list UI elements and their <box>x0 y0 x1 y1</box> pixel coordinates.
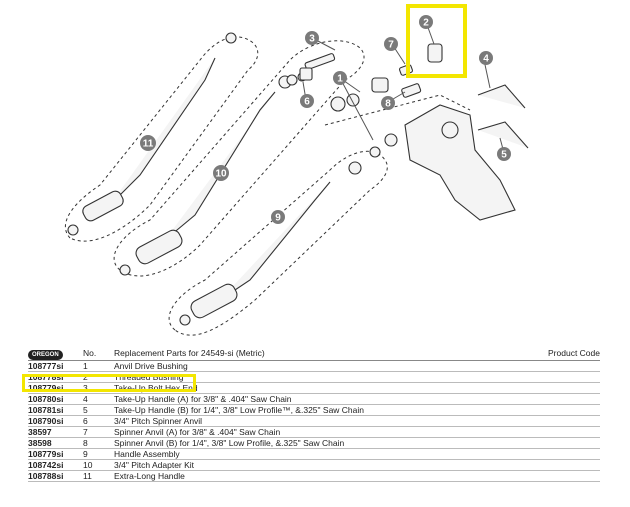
part-description: Threaded Bushing <box>114 372 184 382</box>
product-code: 38597 <box>28 427 52 437</box>
table-header: OREGON No. Replacement Parts for 24549-s… <box>28 346 600 361</box>
table-row: 108779si 3 Take-Up Bolt Hex End <box>28 383 600 394</box>
part-description: Take-Up Handle (B) for 1/4", 3/8" Low Pr… <box>114 405 365 415</box>
part-number: 11 <box>83 471 92 481</box>
callout-9: 9 <box>271 210 285 224</box>
part-number: 5 <box>83 405 88 415</box>
kit-outline-9 <box>168 150 388 336</box>
part-number: 7 <box>83 427 88 437</box>
callout-6: 6 <box>300 94 314 108</box>
part-number: 2 <box>83 372 88 382</box>
header-no: No. <box>83 348 97 358</box>
part-number: 3 <box>83 383 88 393</box>
callout-5: 5 <box>497 147 511 161</box>
callout-7: 7 <box>384 37 398 51</box>
svg-text:6: 6 <box>304 97 310 108</box>
brand-logo: OREGON <box>28 346 78 360</box>
callout-11: 11 <box>140 135 156 151</box>
part-description: Take-Up Handle (A) for 3/8" & .404" Saw … <box>114 394 292 404</box>
handle-assembly-part <box>179 161 362 326</box>
svg-text:9: 9 <box>275 213 281 224</box>
table-row: 38598 8 Spinner Anvil (B) for 1/4", 3/8" L… <box>28 438 600 449</box>
header-product-code: Product Code <box>548 348 600 358</box>
part-number: 10 <box>83 460 93 470</box>
product-code: 108742si <box>28 460 64 470</box>
table-row: 108779si 9 Handle Assembly <box>28 449 600 460</box>
table-row: 108777si 1 Anvil Drive Bushing <box>28 361 600 372</box>
header-description: Replacement Parts for 24549-si (Metric) <box>114 348 265 358</box>
svg-text:2: 2 <box>423 18 429 29</box>
callout-4: 4 <box>479 51 493 65</box>
part-number: 4 <box>83 394 88 404</box>
svg-text:5: 5 <box>501 150 507 161</box>
part-number: 1 <box>83 361 88 371</box>
part-description: Spinner Anvil (A) for 3/8" & .404" Saw C… <box>114 427 281 437</box>
part-description: Spinner Anvil (B) for 1/4", 3/8" Low Pro… <box>114 438 345 448</box>
extra-long-handle-part <box>67 32 237 236</box>
svg-text:8: 8 <box>385 99 391 110</box>
table-row: 108780si 4 Take-Up Handle (A) for 3/8" & .… <box>28 394 600 405</box>
callout-3: 3 <box>305 31 319 45</box>
table-row: 38597 7 Spinner Anvil (A) for 3/8" & .404"… <box>28 427 600 438</box>
part-description: Handle Assembly <box>114 449 180 459</box>
adapter-kit-part <box>119 75 292 276</box>
product-code: 108777si <box>28 361 64 371</box>
part-description: 3/4" Pitch Adapter Kit <box>114 460 195 470</box>
parts-table: OREGON No. Replacement Parts for 24549-s… <box>28 346 600 482</box>
product-code: 108780si <box>28 394 64 404</box>
svg-text:10: 10 <box>215 169 227 180</box>
table-row: 108742si 10 3/4" Pitch Adapter Kit <box>28 460 600 471</box>
product-code: 108788si <box>28 471 64 481</box>
kit-outline-10 <box>113 40 365 277</box>
part-number: 8 <box>83 438 88 448</box>
table-row: 108788si 11 Extra-Long Handle <box>28 471 600 482</box>
callout-8: 8 <box>381 96 395 110</box>
part-description: Extra-Long Handle <box>114 471 185 481</box>
svg-text:7: 7 <box>388 40 394 51</box>
svg-text:3: 3 <box>309 34 315 45</box>
callout-1: 1 <box>333 71 347 85</box>
take-up-handles <box>477 84 529 149</box>
part-description: Take-Up Bolt Hex End <box>114 383 198 393</box>
product-code: 108779si <box>28 383 64 393</box>
callout-2: 2 <box>419 15 433 29</box>
product-code: 108778si <box>28 372 64 382</box>
product-code: 38598 <box>28 438 52 448</box>
table-row: 108778si 2 Threaded Bushing <box>28 372 600 383</box>
part-number: 9 <box>83 449 88 459</box>
svg-text:1: 1 <box>337 74 343 85</box>
svg-text:4: 4 <box>483 54 489 65</box>
table-row: 108790si 6 3/4" Pitch Spinner Anvil <box>28 416 600 427</box>
product-code: 108781si <box>28 405 64 415</box>
exploded-parts-diagram: 1 2 3 4 5 6 7 8 9 10 11 <box>64 4 529 336</box>
svg-text:11: 11 <box>143 139 154 150</box>
highlight-box-row-2 <box>22 374 196 392</box>
anvil-body-part <box>324 94 516 221</box>
kit-outline-11 <box>64 36 259 242</box>
product-code: 108790si <box>28 416 64 426</box>
product-code: 108779si <box>28 449 64 459</box>
part-description: Anvil Drive Bushing <box>114 361 188 371</box>
part-number: 6 <box>83 416 88 426</box>
highlight-box-part-2 <box>406 4 467 78</box>
callout-10: 10 <box>213 165 229 181</box>
part-description: 3/4" Pitch Spinner Anvil <box>114 416 203 426</box>
table-row: 108781si 5 Take-Up Handle (B) for 1/4", 3/… <box>28 405 600 416</box>
